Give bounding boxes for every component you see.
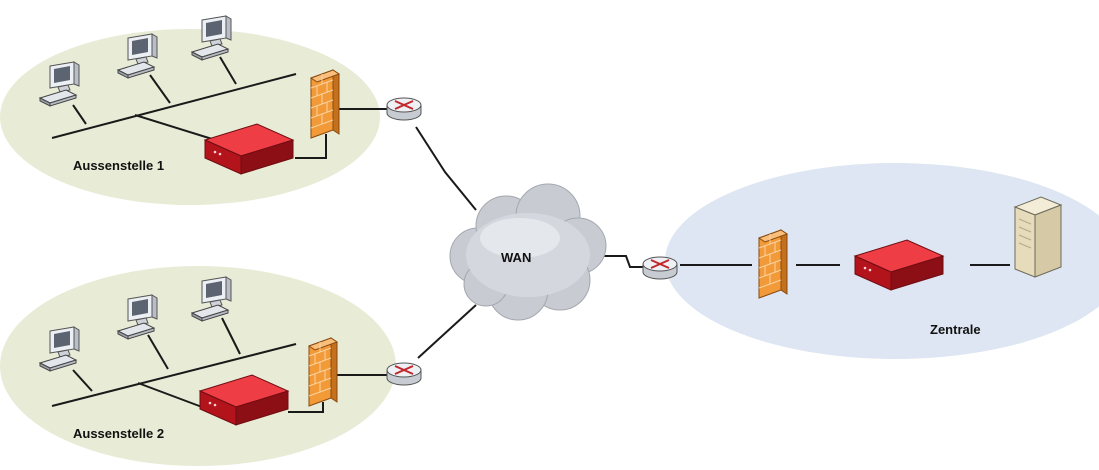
site2-drop-pc3 [221,317,241,355]
hq-firewall-icon [758,229,788,299]
site2-firewall-icon [308,337,338,407]
site1-router-to-wan [415,126,477,211]
site2-label: Aussenstelle 2 [73,426,164,441]
site2-drop-pc2 [147,334,169,370]
site1-firewall-icon [310,69,340,139]
connection-lines [51,56,1010,414]
wan-label: WAN [501,250,531,265]
wan-cloud-icon [449,183,607,321]
site2-bus [51,343,297,407]
site2-vpn-to-firewall [288,402,324,413]
site1-label: Aussenstelle 1 [73,158,164,173]
site1-drop-pc2 [149,74,171,104]
site1-drop-pc1 [72,104,87,125]
wan-to-hq-router [592,255,646,268]
hq-label: Zentrale [930,322,981,337]
site1-drop-pc3 [219,56,237,85]
site1-router-icon [386,97,422,121]
hq-server-icon [1014,196,1062,278]
site2-router-icon [386,362,422,386]
hq-router-icon [642,256,678,280]
site1-zone [0,29,380,205]
site1-vpn-to-firewall [295,134,327,159]
site1-bus [51,73,297,139]
site2-zone [0,266,396,466]
site2-drop-pc1 [72,369,93,392]
site2-router-to-wan [417,304,477,359]
